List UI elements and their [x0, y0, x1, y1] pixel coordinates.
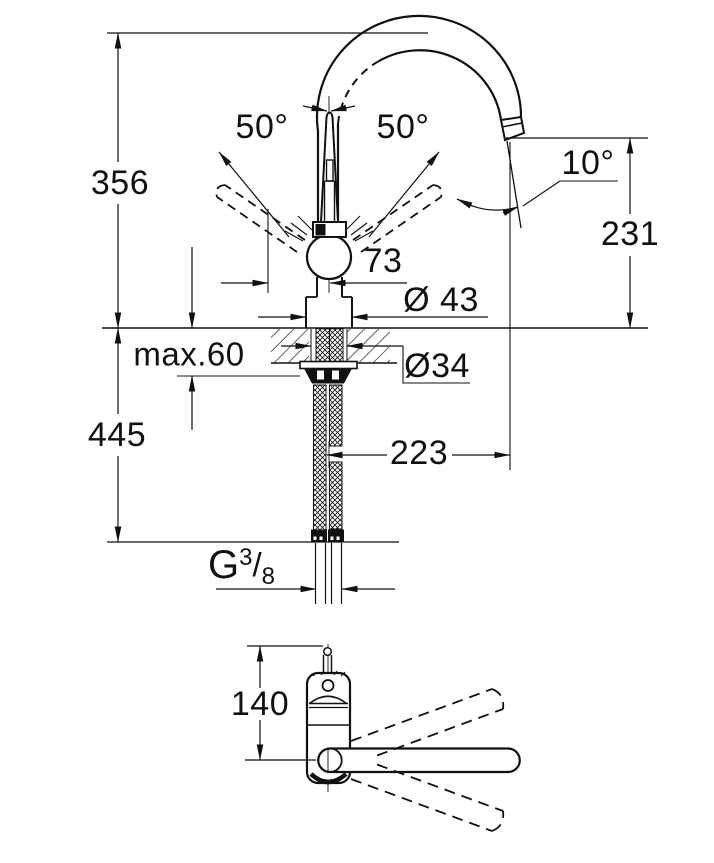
leader-10deg: [522, 180, 618, 207]
mounting-nut: [304, 368, 352, 384]
faucet-body: [305, 111, 353, 328]
thread-denominator: 8: [261, 563, 276, 590]
supply-hoses: [311, 384, 344, 604]
thread-pipes: [314, 543, 343, 604]
dim-spout-reach-223: 223: [389, 434, 449, 472]
angle-line-left: [218, 151, 290, 238]
reference-lines: [107, 32, 648, 543]
hose-connector-right: [328, 529, 344, 543]
hose-right-lower: [329, 461, 343, 530]
ball-joint: [305, 233, 353, 281]
dim-below-deck-445: 445: [87, 416, 147, 454]
plan-handle-pivot: [317, 747, 343, 773]
dim-swing-left-50: 50°: [235, 108, 289, 146]
thread-g: G: [208, 543, 240, 587]
dim-thread-g38: G3/8: [208, 545, 275, 589]
motion-ticks: [284, 215, 374, 242]
spout: [315, 14, 526, 224]
dim-outlet-angle-10: 10°: [561, 144, 615, 182]
thread-numerator: 3: [239, 544, 253, 571]
thread-slash: /: [252, 546, 262, 583]
dim-height-356: 356: [90, 164, 150, 202]
outlet-tilt-line: [506, 140, 522, 229]
dim-plan-handle-140: 140: [230, 685, 290, 723]
plan-body-bottom: [309, 772, 348, 785]
spout-outer-arc: [315, 14, 523, 224]
spout-inner-arc-hidden: [337, 60, 380, 125]
angle-line-right: [368, 151, 440, 238]
plan-handle-phantom-down: [350, 763, 505, 832]
dim-max-deck-thickness: max.60: [133, 335, 245, 373]
washer: [299, 360, 358, 370]
spout-outlet: [499, 115, 526, 142]
dim-hole-diameter-34: Ø34: [404, 347, 470, 385]
lever-handle: [319, 111, 340, 223]
hose-right-upper: [329, 384, 343, 447]
dim-outlet-height-231: 231: [600, 215, 660, 253]
dimension-lines: [114, 32, 634, 593]
angle-arc-10deg: [456, 198, 519, 211]
spout-inner-arc: [378, 49, 503, 121]
plan-lever-tip: [322, 646, 333, 673]
lever-phantom-right: [352, 184, 443, 253]
plan-handle: [317, 747, 521, 774]
lever-phantom-left: [215, 184, 306, 253]
hose-connector-left: [311, 529, 327, 543]
plan-handle-phantom-up: [350, 688, 505, 757]
dim-base-diameter-43: Ø 43: [403, 281, 479, 319]
main-view: [102, 14, 648, 604]
mounting-hardware: [299, 328, 358, 384]
dim-lever-clearance-73: 73: [363, 242, 403, 280]
plan-view: [245, 644, 521, 832]
plan-dimension-lines: [245, 645, 323, 761]
hose-left: [313, 384, 327, 531]
dim-swing-right-50: 50°: [376, 108, 430, 146]
